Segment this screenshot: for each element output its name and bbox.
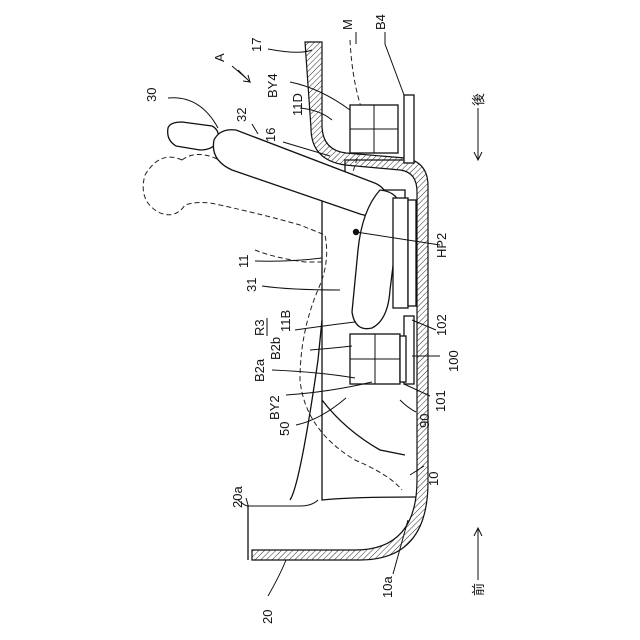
headrest-30 [168, 122, 219, 150]
label-B4: B4 [373, 14, 388, 30]
seat-slide-rail [393, 198, 408, 308]
label-M: M [340, 19, 355, 30]
label-17: 17 [249, 38, 264, 52]
label-20: 20 [260, 610, 275, 624]
label-101: 101 [433, 390, 448, 412]
rear-arrow-icon [474, 108, 482, 160]
battery-BY4 [350, 105, 398, 153]
label-BY2: BY2 [267, 395, 282, 420]
label-32: 32 [234, 108, 249, 122]
label-11: 11 [236, 255, 251, 269]
label-B2a: B2a [252, 358, 267, 382]
label-16: 16 [263, 128, 278, 142]
label-HP2: HP2 [434, 233, 449, 258]
label-11B: 11B [278, 310, 293, 332]
battery-BY2 [350, 334, 400, 384]
bracket-101 [400, 336, 406, 382]
label-102: 102 [434, 314, 449, 336]
label-90: 90 [417, 414, 432, 428]
label-front: 前 [471, 583, 486, 596]
label-20a: 20a [230, 486, 245, 508]
front-arrow-icon [474, 528, 482, 580]
label-50: 50 [277, 422, 292, 436]
label-R3: R3 [252, 319, 267, 336]
label-30: 30 [144, 88, 159, 102]
label-31: 31 [244, 278, 259, 292]
battery-bracket-B4 [404, 95, 414, 163]
label-BY4: BY4 [265, 73, 280, 98]
label-B2b: B2b [268, 337, 283, 360]
label-A: A [212, 53, 227, 62]
label-11D: 11D [290, 93, 305, 116]
label-100: 100 [446, 350, 461, 372]
label-10: 10 [426, 472, 441, 486]
hip-point-HP2 [353, 229, 359, 235]
label-10a: 10a [380, 576, 395, 598]
label-rear: 後 [471, 93, 486, 106]
